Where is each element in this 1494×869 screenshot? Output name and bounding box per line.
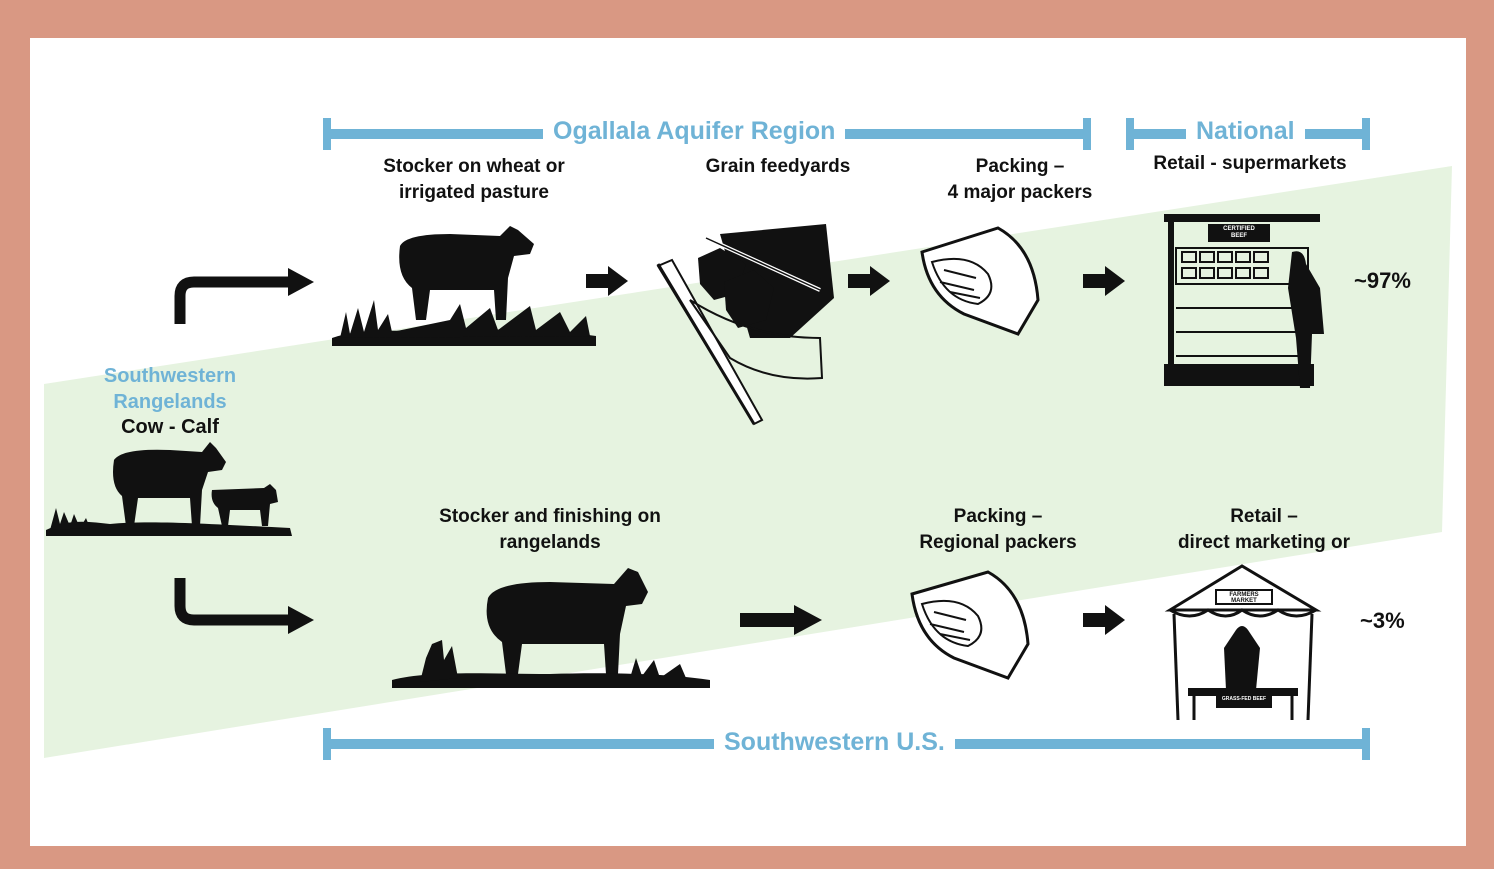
national-region-label: National bbox=[1186, 117, 1305, 146]
packing-major-line1: Packing – bbox=[910, 154, 1130, 180]
cow-calf-label: Cow - Calf bbox=[70, 414, 270, 440]
stocker-rangeland-line2: rangelands bbox=[410, 530, 690, 556]
stocker-rangeland-label: Stocker and finishing on rangelands bbox=[410, 504, 690, 556]
origin-line2: Rangelands bbox=[70, 389, 270, 415]
share-upper: ~97% bbox=[1354, 268, 1411, 294]
stocker-wheat-label: Stocker on wheat or irrigated pasture bbox=[344, 154, 604, 206]
retail-supermarkets-label: Retail - supermarkets bbox=[1134, 151, 1366, 177]
packing-major-line2: 4 major packers bbox=[910, 180, 1130, 206]
supermarket-sign-text: CERTIFIED BEEF bbox=[1218, 226, 1260, 240]
packing-major-label: Packing – 4 major packers bbox=[910, 154, 1130, 206]
packing-regional-label: Packing – Regional packers bbox=[888, 504, 1108, 556]
retail-direct-line2: direct marketing or bbox=[1154, 530, 1374, 556]
figure-frame: Ogallala Aquifer Region National Southwe… bbox=[30, 38, 1466, 846]
stocker-wheat-line2: irrigated pasture bbox=[344, 180, 604, 206]
branch-up-arrow bbox=[180, 268, 314, 324]
grain-feedyards-label: Grain feedyards bbox=[668, 154, 888, 180]
origin-line1: Southwestern bbox=[70, 363, 270, 389]
origin-label: Southwestern Rangelands bbox=[70, 363, 270, 415]
packing-regional-line2: Regional packers bbox=[888, 530, 1108, 556]
flow-arrow-1 bbox=[586, 266, 628, 296]
flow-arrow-5 bbox=[1083, 605, 1125, 635]
market-table-text: GRASS-FED BEEF bbox=[1218, 697, 1270, 702]
share-lower: ~3% bbox=[1360, 608, 1405, 634]
ogallala-region-label: Ogallala Aquifer Region bbox=[543, 117, 845, 146]
packing-regional-line1: Packing – bbox=[888, 504, 1108, 530]
retail-direct-label: Retail – direct marketing or bbox=[1154, 504, 1374, 556]
southwestern-us-label: Southwestern U.S. bbox=[714, 728, 955, 757]
stocker-rangeland-line1: Stocker and finishing on bbox=[410, 504, 690, 530]
market-sign-text: FARMERS MARKET bbox=[1218, 592, 1270, 604]
retail-direct-line1: Retail – bbox=[1154, 504, 1374, 530]
stocker-cow-icon bbox=[332, 226, 596, 346]
stocker-wheat-line1: Stocker on wheat or bbox=[344, 154, 604, 180]
